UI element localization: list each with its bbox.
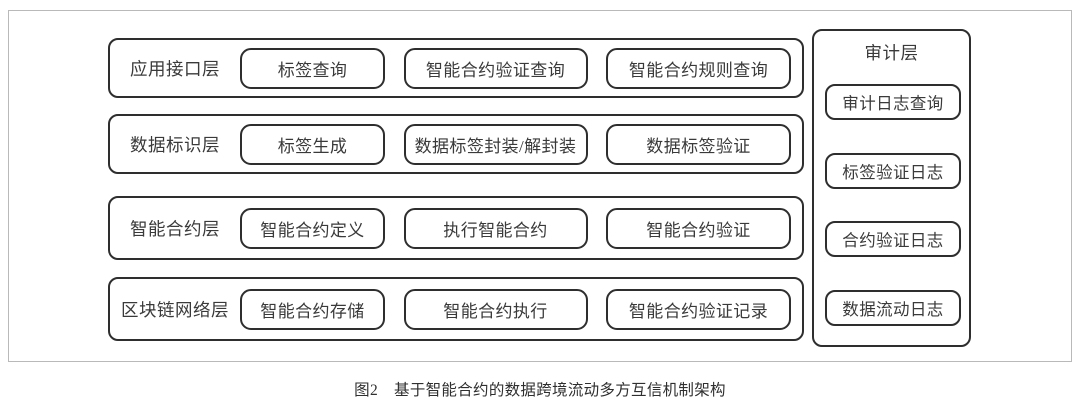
figure-caption-text: 基于智能合约的数据跨境流动多方互信机制架构 [394,382,726,399]
node-box[interactable]: 智能合约规则查询 [606,47,791,89]
node-box[interactable]: 智能合约验证 [606,207,791,249]
layer-row-data-identification: 数据标识层 标签生成 数据标签封装/解封装 数据标签验证 [108,114,804,174]
node-box[interactable]: 标签查询 [240,47,385,89]
node-box[interactable]: 智能合约验证查询 [403,47,588,89]
layer-label: 智能合约层 [130,218,220,239]
node-box[interactable]: 标签生成 [240,123,385,165]
audit-layer-title: 审计层 [864,43,919,63]
node-box[interactable]: 智能合约执行 [403,288,588,330]
layer-items: 标签查询 智能合约验证查询 智能合约规则查询 [240,40,802,96]
layer-label: 数据标识层 [130,134,220,155]
node-box[interactable]: 智能合约验证记录 [606,288,791,330]
layer-items: 智能合约定义 执行智能合约 智能合约验证 [240,198,802,258]
node-box[interactable]: 执行智能合约 [403,207,588,249]
layer-label: 区块链网络层 [121,299,229,320]
audit-item[interactable]: 合约验证日志 [825,221,961,257]
node-box[interactable]: 智能合约存储 [240,288,385,330]
node-box[interactable]: 数据标签验证 [606,123,791,165]
audit-item[interactable]: 数据流动日志 [825,290,961,326]
figure-caption: 图2 基于智能合约的数据跨境流动多方互信机制架构 [0,378,1080,400]
figure-caption-number: 图2 [354,382,379,399]
layer-items: 智能合约存储 智能合约执行 智能合约验证记录 [240,279,802,339]
node-box[interactable]: 智能合约定义 [240,207,385,249]
layer-row-application-interface: 应用接口层 标签查询 智能合约验证查询 智能合约规则查询 [108,38,804,98]
layer-row-blockchain-network: 区块链网络层 智能合约存储 智能合约执行 智能合约验证记录 [108,277,804,341]
audit-layer-panel: 审计层 审计日志查询 标签验证日志 合约验证日志 数据流动日志 [812,29,971,347]
audit-item[interactable]: 标签验证日志 [825,153,961,189]
layer-row-smart-contract: 智能合约层 智能合约定义 执行智能合约 智能合约验证 [108,196,804,260]
layer-label: 应用接口层 [130,58,220,79]
node-box[interactable]: 数据标签封装/解封装 [403,123,588,165]
audit-item[interactable]: 审计日志查询 [825,84,961,120]
layer-items: 标签生成 数据标签封装/解封装 数据标签验证 [240,116,802,172]
